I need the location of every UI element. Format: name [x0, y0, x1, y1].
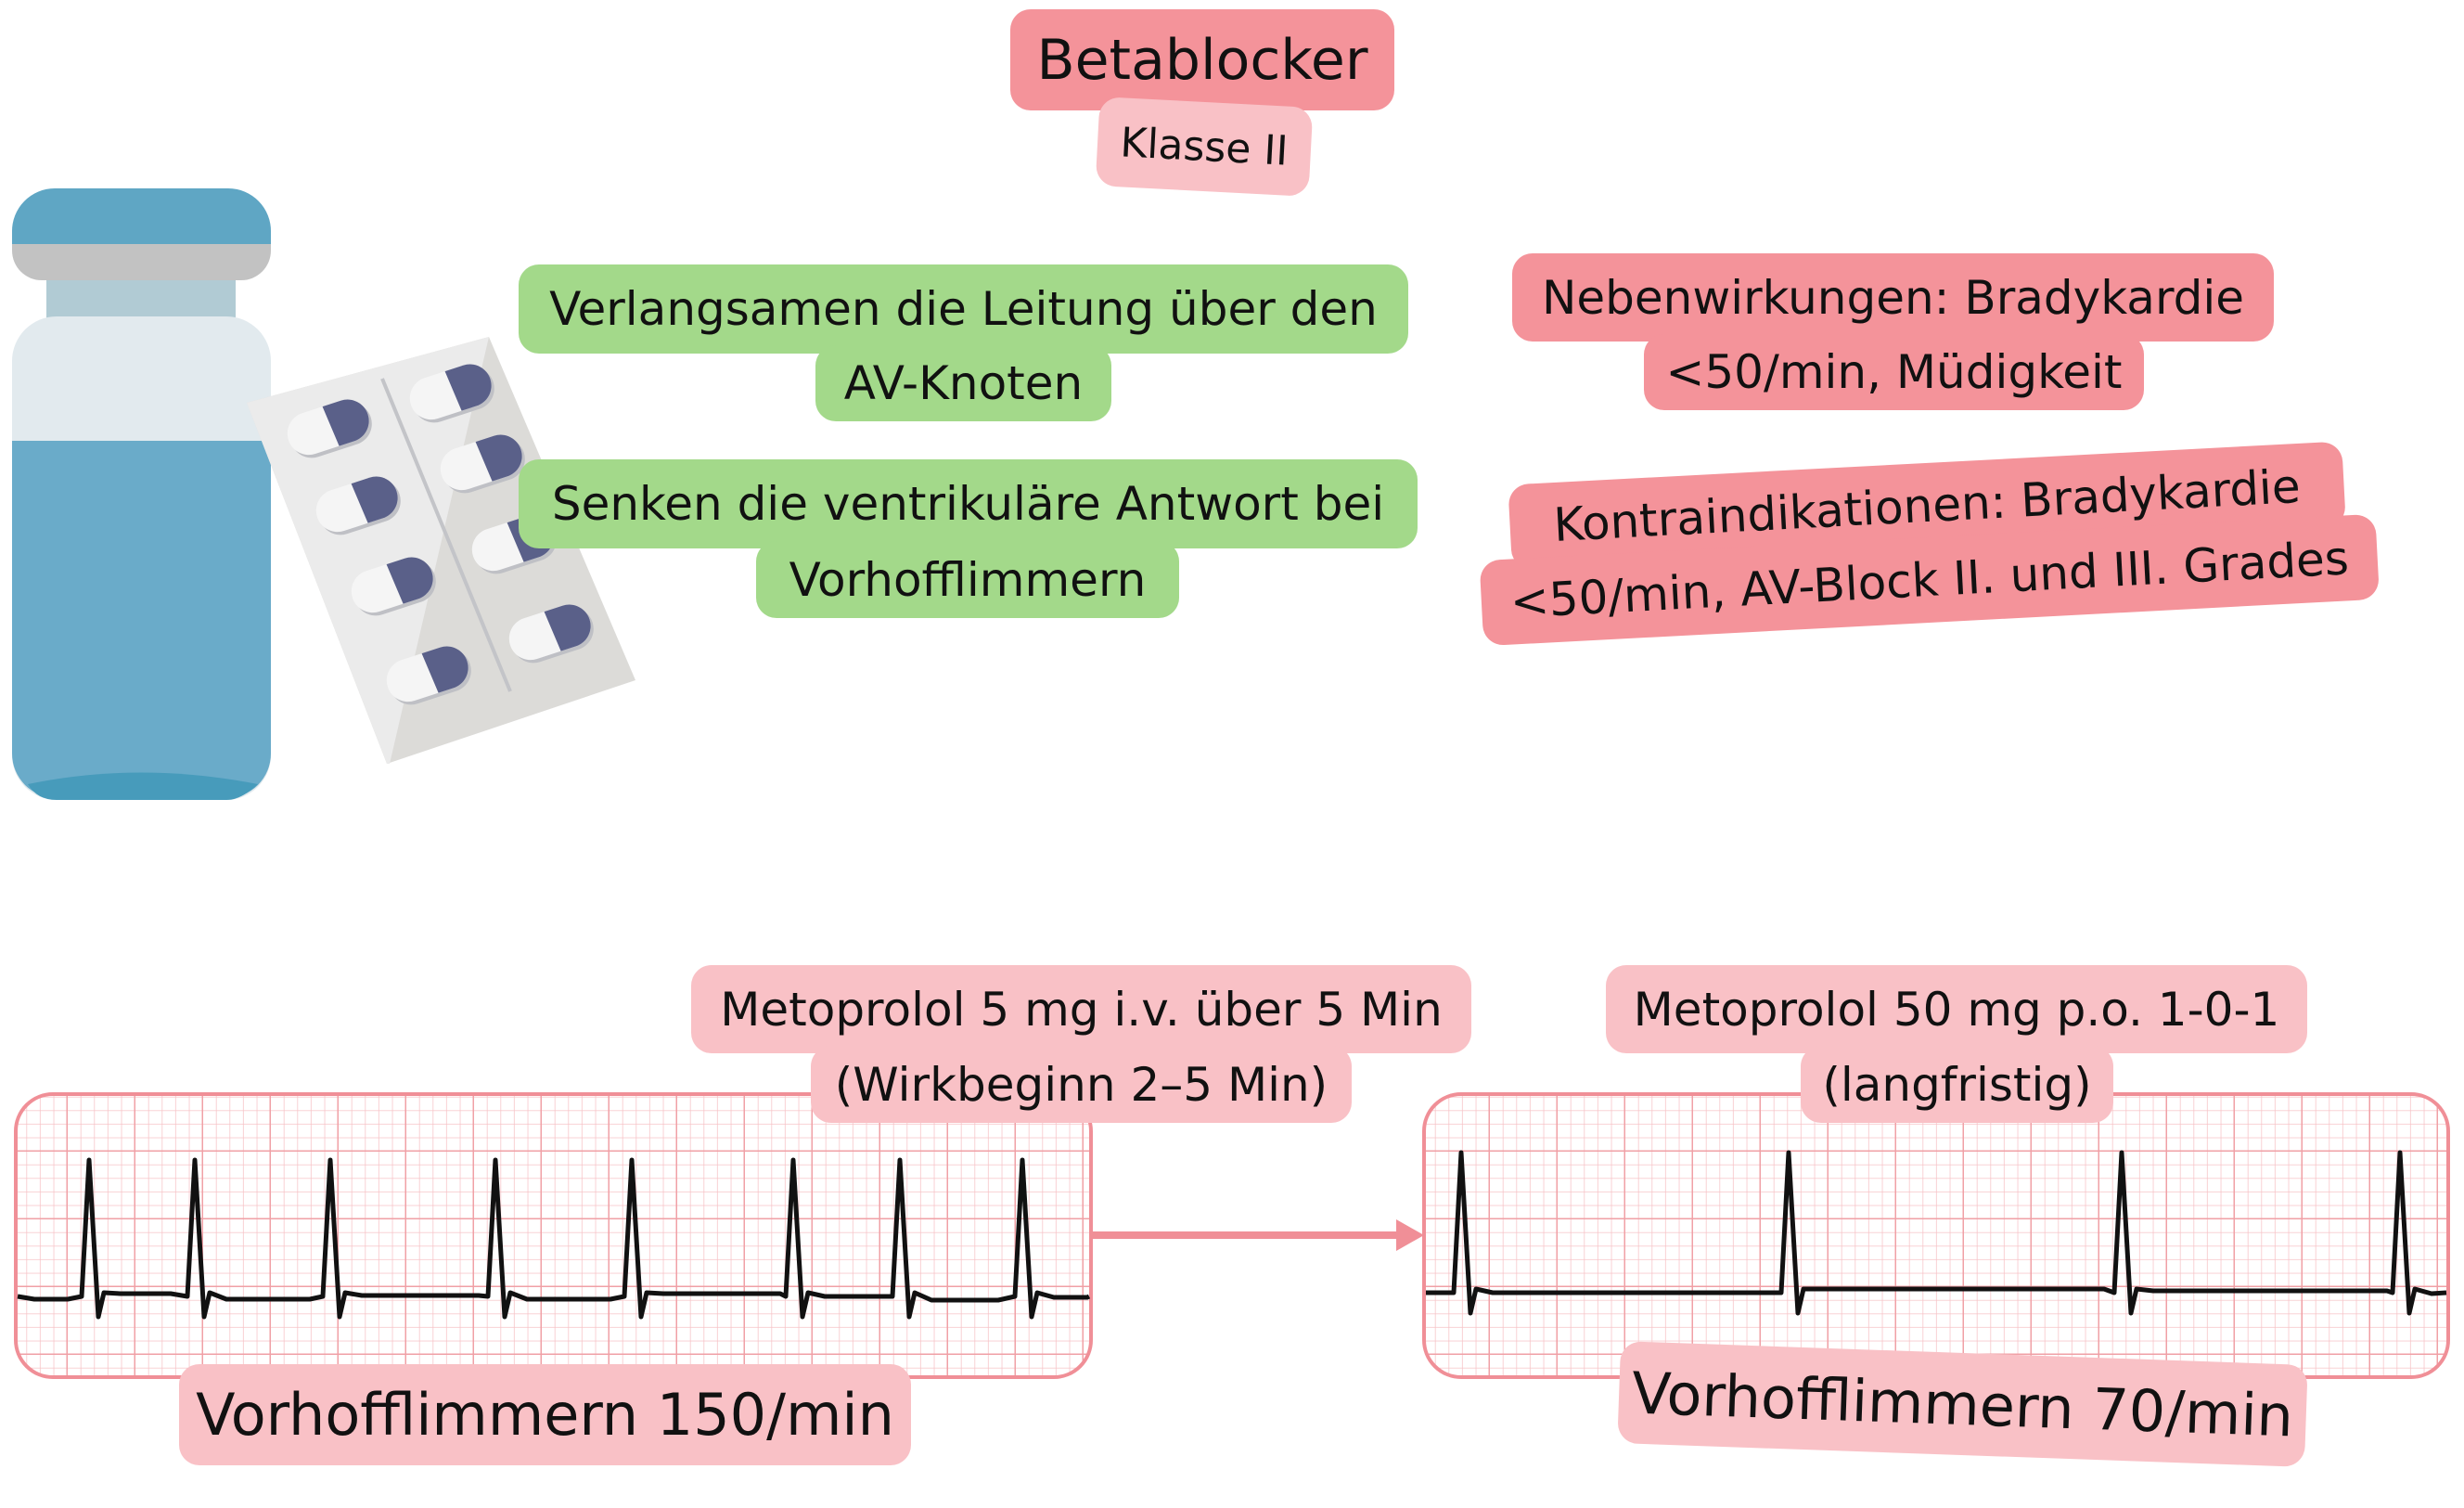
- effect-1-line-2: AV-Knoten: [815, 345, 1111, 421]
- pill-icon: [351, 557, 436, 616]
- ecg-before-strip: [14, 1092, 1093, 1379]
- pill-icon: [287, 399, 372, 458]
- medicine-vial-icon: [11, 187, 272, 800]
- pill-icon: [440, 434, 525, 494]
- ecg-before-trace: [17, 1157, 1091, 1320]
- title-badge: Betablocker: [1010, 9, 1394, 110]
- acute-dose-line-1: Metoprolol 5 mg i.v. über 5 Min: [691, 965, 1471, 1053]
- pill-icon: [315, 476, 401, 535]
- ecg-after-trace: [1426, 1150, 2447, 1316]
- pill-icon: [386, 646, 471, 705]
- acute-dose-line-2: (Wirkbeginn 2–5 Min): [811, 1046, 1352, 1123]
- effect-2-line-2: Vorhofflimmern: [756, 541, 1179, 618]
- side-effects-line-1: Nebenwirkungen: Bradykardie: [1512, 253, 2274, 342]
- ecg-after-strip: [1422, 1092, 2450, 1379]
- side-effects-line-2: <50/min, Müdigkeit: [1644, 334, 2144, 410]
- effect-1-line-1: Verlangsamen die Leitung über den: [519, 264, 1408, 354]
- long-term-dose-line-1: Metoprolol 50 mg p.o. 1-0-1: [1606, 965, 2307, 1053]
- blister-pack-icon: [247, 337, 635, 764]
- ecg-before-label: Vorhofflimmern 150/min: [179, 1364, 911, 1465]
- pill-icon: [409, 364, 494, 423]
- long-term-dose-line-2: (langfristig): [1801, 1046, 2113, 1123]
- medication-illustration: [11, 187, 635, 800]
- effect-2-line-1: Senken die ventrikuläre Antwort bei: [519, 459, 1418, 548]
- pill-icon: [508, 604, 594, 664]
- arrow-right-icon: [1092, 1219, 1424, 1251]
